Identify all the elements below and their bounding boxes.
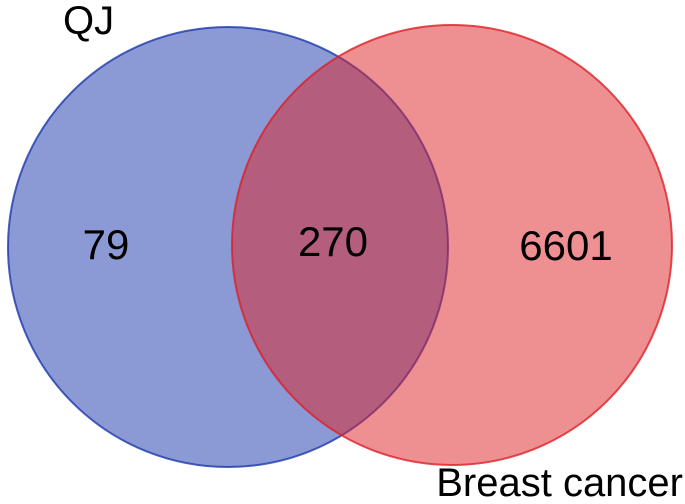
count-breast-cancer-only: 6601	[519, 222, 612, 269]
count-intersection: 270	[298, 218, 368, 265]
set-label-qj: QJ	[63, 0, 114, 43]
set-label-breast-cancer: Breast cancer	[436, 461, 683, 504]
count-qj-only: 79	[83, 221, 130, 268]
venn-circle-breast-cancer	[231, 24, 673, 466]
